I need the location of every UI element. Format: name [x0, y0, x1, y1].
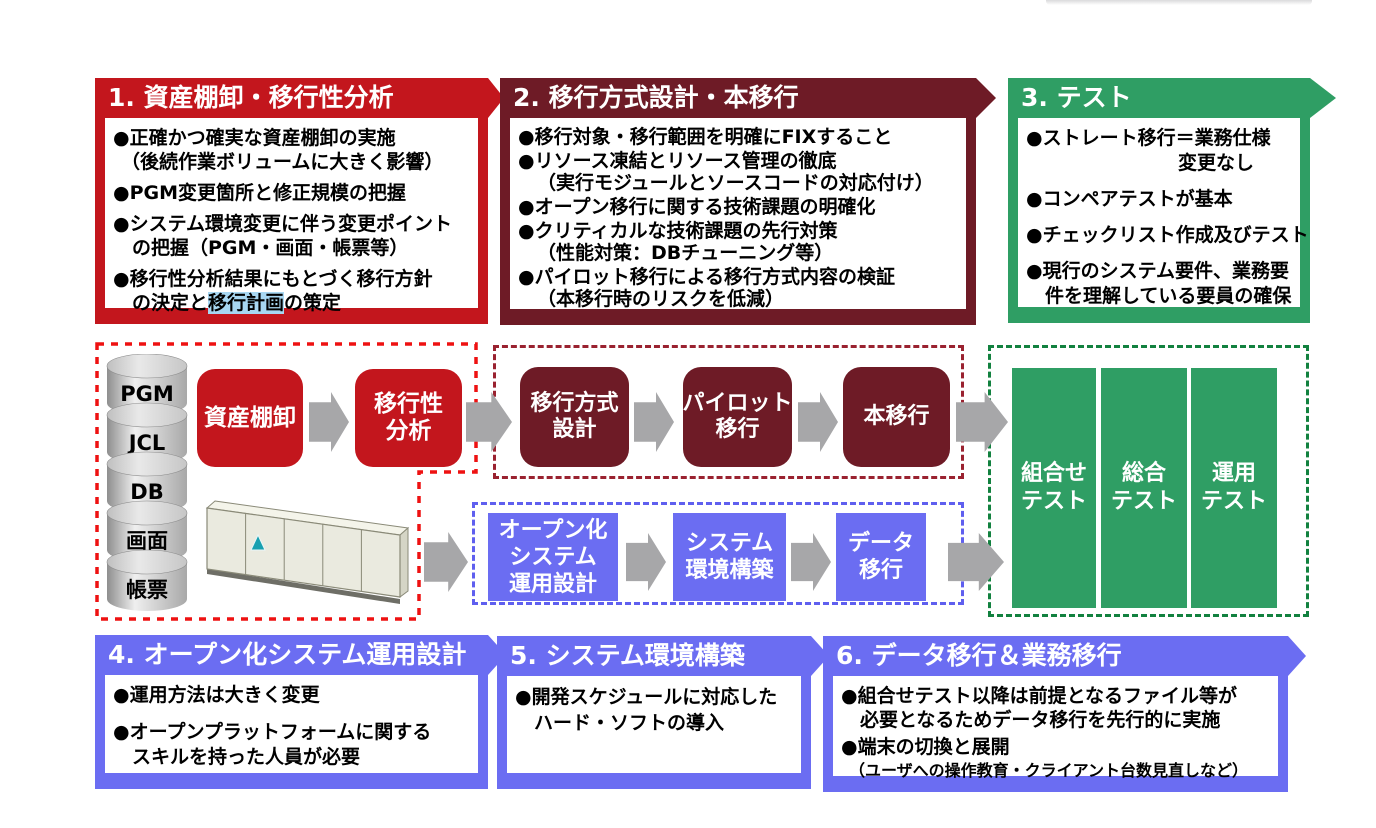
- card-3-body: ●ストレート移行＝業務仕様 変更なし ●コンペアテストが基本 ●チェックリスト作…: [1018, 118, 1309, 307]
- card-6-data-migration: 6. データ移行＆業務移行 ●組合せテスト以降は前提となるファイル等が 必要とな…: [823, 636, 1306, 792]
- bullet-line: ●開発スケジュールに対応した: [515, 686, 778, 708]
- card-1-title: 1. 資産棚卸・移行性分析: [108, 83, 394, 112]
- mainframe-server-icon: [205, 500, 410, 604]
- bullet-line: ●PGM変更箇所と修正規模の把握: [113, 182, 407, 204]
- bullet-line: ●正確かつ確実な資産棚卸の実施: [113, 127, 396, 149]
- dotted-outline-asset-analysis: [95, 342, 478, 621]
- card-5-body: ●開発スケジュールに対応した ハード・ソフトの導入: [507, 676, 801, 773]
- cylinder-screen: 画面: [106, 500, 188, 562]
- card-1-body: ●正確かつ確実な資産棚卸の実施 （後続作業ボリュームに大きく影響） ●PGM変更…: [105, 118, 478, 314]
- header-arrow-tip: [976, 78, 996, 118]
- cylinder-label: JCL: [127, 431, 166, 455]
- highlight-migration-plan: 移行計画: [208, 292, 285, 314]
- flow-box-data-migration: データ移行: [836, 513, 926, 601]
- flow-box-system-environment: システム環境構築: [673, 513, 786, 601]
- bullet-line: ●移行対象・移行範囲を明確にFIXすること: [518, 126, 893, 148]
- card-2-title: 2. 移行方式設計・本移行: [513, 83, 799, 112]
- card-4-open-system-operation-design: 4. オープン化システム運用設計 ●運用方法は大きく変更 ●オープンプラットフォ…: [95, 635, 506, 789]
- highlight-prefix: の決定と: [132, 292, 209, 314]
- cylinder-jcl: JCL: [106, 402, 188, 464]
- dotted-outline-test: [988, 345, 1309, 617]
- card-2-header: 2. 移行方式設計・本移行: [500, 78, 996, 118]
- bullet-line: ●ストレート移行＝業務仕様: [1026, 127, 1271, 149]
- card-3-test: 3. テスト ●ストレート移行＝業務仕様 変更なし ●コンペアテストが基本 ●チ…: [1008, 78, 1336, 323]
- card-3-header: 3. テスト: [1008, 78, 1336, 118]
- bullet-line: ●端末の切換と展開: [841, 736, 1010, 758]
- bullet-line: ●パイロット移行による移行方式内容の検証: [518, 266, 896, 288]
- card-2-migration-design: 2. 移行方式設計・本移行 ●移行対象・移行範囲を明確にFIXすること ●リソー…: [500, 78, 996, 325]
- flow-box-operation-test: 運用テスト: [1191, 368, 1277, 608]
- card-6-body: ●組合せテスト以降は前提となるファイル等が 必要となるためデータ移行を先行的に実…: [833, 676, 1278, 780]
- card-5-header: 5. システム環境構築: [497, 636, 829, 676]
- flow-box-pilot-migration: パイロット移行: [683, 367, 793, 467]
- cylinder-report: 帳票: [106, 549, 188, 611]
- header-arrow-tip: [1310, 78, 1336, 118]
- card-5-system-environment: 5. システム環境構築 ●開発スケジュールに対応した ハード・ソフトの導入: [497, 636, 829, 789]
- bullet-line: （性能対策：DBチューニング等）: [537, 242, 834, 264]
- card-4-body: ●運用方法は大きく変更 ●オープンプラットフォームに関する スキルを持った人員が…: [105, 675, 478, 773]
- bullet-line: （後続作業ボリュームに大きく影響）: [121, 151, 444, 173]
- flow-box-portability-analysis: 移行性分析: [355, 369, 462, 467]
- flow-box-main-migration: 本移行: [843, 367, 950, 467]
- bullet-line: スキルを持った人員が必要: [132, 746, 361, 768]
- highlight-suffix: の策定: [284, 292, 342, 314]
- bullet-line: （本移行時のリスクを低減）: [537, 288, 785, 310]
- bullet-line: ●オープン移行に関する技術課題の明確化: [518, 196, 876, 218]
- power-triangle-icon: [250, 533, 266, 551]
- bullet-line: （ユーザへの操作教育・クライアント台数見直しなど）: [849, 761, 1249, 780]
- cylinder-label: DB: [130, 480, 163, 504]
- flow-box-migration-method-design: 移行方式設計: [520, 367, 629, 467]
- bullet-line: ●移行性分析結果にもとづく移行方針: [113, 268, 433, 290]
- bullet-line: 変更なし: [1178, 152, 1255, 174]
- bullet-line: ハード・ソフトの導入: [534, 712, 725, 734]
- card-1-header: 1. 資産棚卸・移行性分析: [95, 78, 504, 118]
- cylinder-label: 画面: [126, 529, 168, 553]
- card-6-header: 6. データ移行＆業務移行: [823, 636, 1306, 676]
- card-3-title: 3. テスト: [1021, 83, 1132, 112]
- card-6-title: 6. データ移行＆業務移行: [836, 641, 1122, 670]
- card-4-header: 4. オープン化システム運用設計: [95, 635, 506, 675]
- cylinder-db: DB: [106, 451, 188, 513]
- bullet-line: ●組合せテスト以降は前提となるファイル等が: [841, 685, 1238, 707]
- bullet-group: ●正確かつ確実な資産棚卸の実施 （後続作業ボリュームに大きく影響）: [113, 126, 474, 174]
- header-arrow-tip: [1288, 636, 1306, 676]
- bullet-line: 件を理解している要員の確保: [1045, 285, 1292, 307]
- bullet-group: ●移行性分析結果にもとづく移行方針 の決定と移行計画の策定: [113, 267, 474, 315]
- bullet-line: ●運用方法は大きく変更: [113, 684, 320, 706]
- bullet-line-with-highlight: の決定と移行計画の策定: [113, 291, 474, 315]
- top-edge-artifact: [1046, 0, 1312, 5]
- cylinder-pgm: PGM: [106, 354, 188, 415]
- card-1-asset-inventory: 1. 資産棚卸・移行性分析 ●正確かつ確実な資産棚卸の実施 （後続作業ボリューム…: [95, 78, 504, 324]
- card-2-body: ●移行対象・移行範囲を明確にFIXすること ●リソース凍結とリソース管理の徹底 …: [510, 118, 966, 310]
- bullet-line: ●チェックリスト作成及びテスト: [1026, 224, 1309, 246]
- bullet-line: ●オープンプラットフォームに関する: [113, 721, 432, 743]
- bullet-group: ●システム環境変更に伴う変更ポイント の把握（PGM・画面・帳票等）: [113, 212, 474, 260]
- flow-box-integration-test: 組合せテスト: [1012, 368, 1096, 608]
- bullet-line: ●リソース凍結とリソース管理の徹底: [518, 150, 837, 172]
- cylinder-label: 帳票: [126, 578, 168, 602]
- bullet-line: （実行モジュールとソースコードの対応付け）: [537, 172, 934, 194]
- bullet-line: ●クリティカルな技術課題の先行対策: [518, 220, 838, 242]
- flow-box-system-test: 総合テスト: [1101, 368, 1187, 608]
- card-4-title: 4. オープン化システム運用設計: [108, 640, 467, 669]
- card-5-title: 5. システム環境構築: [510, 641, 745, 670]
- bullet-line: ●システム環境変更に伴う変更ポイント: [113, 213, 453, 235]
- bullet-group: ●PGM変更箇所と修正規模の把握: [113, 181, 474, 205]
- database-cylinders-icon: PGM JCL DB 画面 帳票: [106, 354, 188, 611]
- cylinder-label: PGM: [120, 382, 174, 406]
- bullet-line: の把握（PGM・画面・帳票等）: [132, 237, 409, 259]
- bullet-line: ●現行のシステム要件、業務要: [1026, 260, 1290, 282]
- flow-box-asset-inventory: 資産棚卸: [197, 369, 303, 467]
- bullet-line: 必要となるためデータ移行を先行的に実施: [860, 709, 1221, 731]
- bullet-line: ●コンペアテストが基本: [1026, 188, 1233, 210]
- flow-box-open-system-operation-design: オープン化システム運用設計: [488, 513, 618, 601]
